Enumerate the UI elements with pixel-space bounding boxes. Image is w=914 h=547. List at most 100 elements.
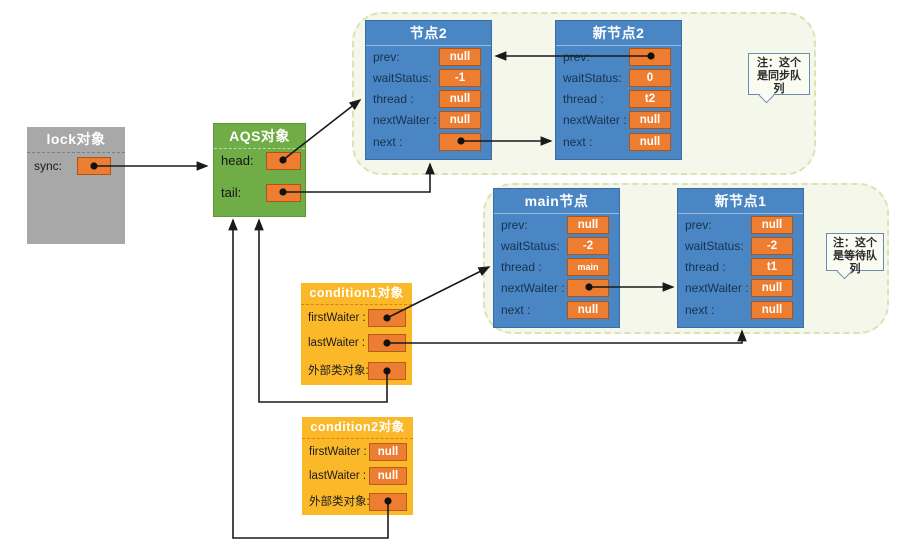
sync-field-label: sync: <box>34 159 63 173</box>
condition2-title: condition2对象 <box>302 417 413 439</box>
field-label: next : <box>501 303 531 317</box>
node2-nextwaiter-row: nextWaiter : null <box>366 111 491 129</box>
wait-queue-note: 注：这个是等待队列 <box>826 233 884 275</box>
field-label: waitStatus: <box>685 239 744 253</box>
lock-object-box: lock对象 sync: <box>27 127 125 244</box>
pointer-cell <box>368 309 406 327</box>
aqs-object-box: AQS对象 head: tail: <box>213 123 306 217</box>
condition2-lastwaiter-row: lastWaiter : null <box>302 467 413 485</box>
condition1-title: condition1对象 <box>301 283 412 305</box>
node2-title: 节点2 <box>366 21 491 46</box>
tail-field-label: tail: <box>221 185 242 200</box>
pointer-cell <box>439 133 481 151</box>
main-node-next-row: next : null <box>494 301 619 319</box>
value-cell: null <box>751 301 793 319</box>
field-label: waitStatus: <box>501 239 560 253</box>
value-cell: null <box>567 301 609 319</box>
condition1-box: condition1对象 firstWaiter : lastWaiter : … <box>301 283 412 385</box>
node2-thread-row: thread : null <box>366 90 491 108</box>
field-label: next : <box>563 135 593 149</box>
main-node-nextwaiter-row: nextWaiter : <box>494 279 619 297</box>
field-label: prev: <box>685 218 712 232</box>
value-cell: null <box>567 216 609 234</box>
pointer-cell <box>368 362 406 380</box>
node2-waitstatus-row: waitStatus: -1 <box>366 69 491 87</box>
node2-prev-row: prev: null <box>366 48 491 66</box>
condition2-firstwaiter-row: firstWaiter : null <box>302 443 413 461</box>
pointer-cell <box>629 48 671 66</box>
value-cell: -2 <box>751 237 793 255</box>
value-cell: -2 <box>567 237 609 255</box>
main-node-title: main节点 <box>494 189 619 214</box>
field-label: lastWaiter : <box>308 337 366 349</box>
field-label: 外部类对象: <box>309 496 370 508</box>
new-node2-nextwaiter-row: nextWaiter : null <box>556 111 681 129</box>
new-node2-thread-row: thread : t2 <box>556 90 681 108</box>
field-label: prev: <box>501 218 528 232</box>
condition2-outer-row: 外部类对象: <box>302 493 413 511</box>
field-label: prev: <box>373 50 400 64</box>
node2-box: 节点2 prev: null waitStatus: -1 thread : n… <box>365 20 492 160</box>
pointer-cell <box>368 334 406 352</box>
new-node2-prev-row: prev: <box>556 48 681 66</box>
head-field-row: head: <box>214 152 305 170</box>
sync-pointer-cell <box>77 157 111 175</box>
field-label: next : <box>373 135 403 149</box>
field-label: lastWaiter : <box>309 470 367 482</box>
value-cell: null <box>369 443 407 461</box>
value-cell: null <box>751 279 793 297</box>
field-label: thread : <box>501 260 542 274</box>
new-node1-title: 新节点1 <box>678 189 803 214</box>
field-label: thread : <box>685 260 726 274</box>
head-field-label: head: <box>221 153 254 168</box>
tail-field-row: tail: <box>214 184 305 202</box>
field-label: nextWaiter : <box>563 113 627 127</box>
value-cell: t2 <box>629 90 671 108</box>
aqs-object-title: AQS对象 <box>214 124 305 149</box>
lock-object-title: lock对象 <box>27 127 125 153</box>
value-cell: null <box>629 133 671 151</box>
field-label: firstWaiter : <box>309 446 367 458</box>
field-label: waitStatus: <box>373 71 432 85</box>
sync-field-row: sync: <box>27 157 125 175</box>
condition1-outer-row: 外部类对象: <box>301 362 412 380</box>
field-label: thread : <box>373 92 414 106</box>
new-node1-prev-row: prev: null <box>678 216 803 234</box>
sync-queue-note: 注：这个是同步队列 <box>748 53 810 95</box>
value-cell: null <box>751 216 793 234</box>
field-label: waitStatus: <box>563 71 622 85</box>
field-label: nextWaiter : <box>373 113 437 127</box>
value-cell: null <box>629 111 671 129</box>
tail-pointer-cell <box>266 184 301 202</box>
new-node2-title: 新节点2 <box>556 21 681 46</box>
new-node2-next-row: next : null <box>556 133 681 151</box>
field-label: thread : <box>563 92 604 106</box>
value-cell: null <box>439 48 481 66</box>
pointer-cell <box>567 279 609 297</box>
value-cell: null <box>439 111 481 129</box>
new-node1-box: 新节点1 prev: null waitStatus: -2 thread : … <box>677 188 804 328</box>
value-cell: -1 <box>439 69 481 87</box>
value-cell: t1 <box>751 258 793 276</box>
condition1-lastwaiter-row: lastWaiter : <box>301 334 412 352</box>
new-node1-thread-row: thread : t1 <box>678 258 803 276</box>
main-node-box: main节点 prev: null waitStatus: -2 thread … <box>493 188 620 328</box>
value-cell: null <box>369 467 407 485</box>
new-node1-waitstatus-row: waitStatus: -2 <box>678 237 803 255</box>
head-pointer-cell <box>266 152 301 170</box>
field-label: nextWaiter : <box>501 281 565 295</box>
new-node2-box: 新节点2 prev: waitStatus: 0 thread : t2 nex… <box>555 20 682 160</box>
field-label: firstWaiter : <box>308 312 366 324</box>
pointer-cell <box>369 493 407 511</box>
value-cell: 0 <box>629 69 671 87</box>
new-node2-waitstatus-row: waitStatus: 0 <box>556 69 681 87</box>
field-label: 外部类对象: <box>308 365 369 377</box>
new-node1-next-row: next : null <box>678 301 803 319</box>
value-cell: main <box>567 258 609 276</box>
condition2-box: condition2对象 firstWaiter : null lastWait… <box>302 417 413 515</box>
field-label: prev: <box>563 50 590 64</box>
new-node1-nextwaiter-row: nextWaiter : null <box>678 279 803 297</box>
main-node-thread-row: thread : main <box>494 258 619 276</box>
field-label: nextWaiter : <box>685 281 749 295</box>
